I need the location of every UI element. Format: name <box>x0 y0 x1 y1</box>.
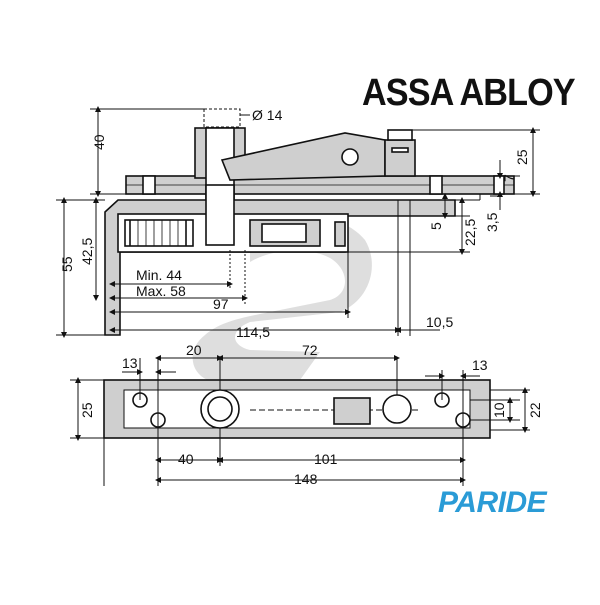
label-40-bottom: 40 <box>178 451 194 467</box>
label-72: 72 <box>302 342 318 358</box>
label-22-5: 22,5 <box>462 219 478 246</box>
label-42-5: 42,5 <box>79 238 95 265</box>
label-25-top: 25 <box>79 402 95 418</box>
label-20: 20 <box>186 342 202 358</box>
label-7: 7 <box>501 174 517 182</box>
label-55: 55 <box>59 256 75 272</box>
side-view-labels: Ø 14 40 25 7 3,5 5 22,5 55 42,5 Min. 44 … <box>59 107 530 340</box>
top-view-labels: 13 20 72 13 25 10 22 40 101 148 <box>79 342 543 487</box>
label-min: Min. 44 <box>136 267 182 283</box>
label-3-5: 3,5 <box>484 212 500 232</box>
label-148: 148 <box>294 471 318 487</box>
lever-arm <box>220 132 386 181</box>
label-5: 5 <box>428 222 444 230</box>
dealer-logo: PARIDE <box>438 486 547 519</box>
top-view-dimensions <box>70 355 530 486</box>
label-10: 10 <box>491 402 507 418</box>
manufacturer-logo: ASSA ABLOY <box>362 72 576 114</box>
side-view-dimensions <box>56 106 540 338</box>
label-13-left: 13 <box>122 355 138 371</box>
side-view <box>104 127 515 336</box>
label-114-5: 114,5 <box>236 324 270 340</box>
label-max: Max. 58 <box>136 283 186 299</box>
label-25-side: 25 <box>514 149 530 165</box>
label-101: 101 <box>314 451 338 467</box>
label-10-5: 10,5 <box>426 314 453 330</box>
label-diameter: Ø 14 <box>252 107 283 123</box>
spring-housing <box>124 219 194 247</box>
watermark-logo <box>192 213 372 382</box>
label-22: 22 <box>527 402 543 418</box>
top-view <box>103 379 491 439</box>
label-97: 97 <box>213 296 229 312</box>
label-13-right: 13 <box>472 357 488 373</box>
label-40: 40 <box>91 134 107 150</box>
